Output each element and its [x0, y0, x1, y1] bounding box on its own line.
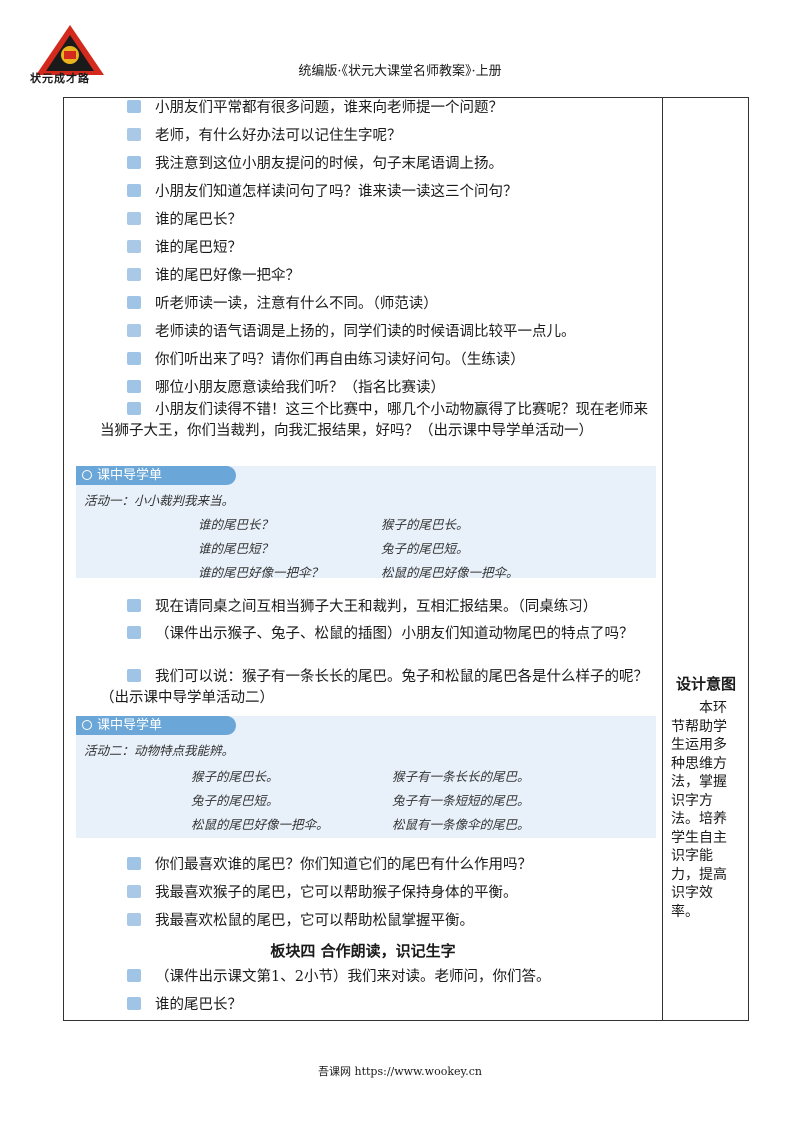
- dialogue-text: 你们最喜欢谁的尾巴？你们知道它们的尾巴有什么作用吗？: [155, 857, 532, 873]
- design-intent-line: 生运用多: [671, 737, 727, 753]
- dialogue-text: 老师读的语气语调是上扬的，同学们读的时候语调比较平一点儿。: [155, 324, 576, 340]
- dialogue-text: 谁的尾巴长？: [155, 212, 242, 228]
- dialogue-line: （课件出示课文第1、2小节）我们来对读。老师问，你们答。: [100, 964, 660, 990]
- student-marker-icon: [127, 268, 141, 281]
- teacher-marker-icon: [127, 100, 141, 113]
- guide-answer: 松鼠的尾巴好像一把伞。: [381, 565, 519, 580]
- section-heading: 板块四 合作朗读，识记生字: [270, 942, 456, 960]
- student-marker-icon: [127, 324, 141, 337]
- teacher-marker-icon: [127, 969, 141, 982]
- teacher-marker-icon: [127, 857, 141, 870]
- guide-answer: 松鼠有一条像伞的尾巴。: [392, 817, 530, 832]
- dialogue-line: 听老师读一读，注意有什么不同。（师范读）: [100, 291, 660, 317]
- lesson-table: [63, 97, 749, 1021]
- student-marker-icon: [127, 913, 141, 926]
- dialogue-text: 哪位小朋友愿意读给我们听？（指名比赛读）: [155, 380, 445, 396]
- dialogue-line: 我最喜欢猴子的尾巴，它可以帮助猴子保持身体的平衡。: [100, 880, 660, 906]
- design-intent-line: 力，提高: [671, 866, 727, 883]
- design-intent-title: 设计意图: [675, 675, 736, 693]
- guide-heading: 课中导学单: [76, 466, 236, 485]
- dialogue-line: 你们最喜欢谁的尾巴？你们知道它们的尾巴有什么作用吗？: [100, 852, 660, 878]
- teacher-marker-icon: [127, 997, 141, 1010]
- dialogue-line: 谁的尾巴长？: [100, 207, 660, 233]
- guide-question: 猴子的尾巴长。: [191, 769, 279, 784]
- dialogue-text: 我注意到这位小朋友提问的时候，句子末尾语调上扬。: [155, 156, 503, 172]
- dialogue-line: 谁的尾巴好像一把伞？: [100, 263, 660, 289]
- dialogue-text: 小朋友们知道怎样读问句了吗？谁来读一读这三个问句？: [155, 184, 518, 200]
- dialogue-text: 你们听出来了吗？请你们再自由练习读好问句。（生练读）: [155, 352, 525, 368]
- play-circle-icon: [82, 470, 92, 480]
- design-intent-line: 本环: [671, 700, 727, 716]
- design-intent-line: 法，掌握: [671, 774, 727, 790]
- dialogue-line: 谁的尾巴长？: [100, 992, 660, 1018]
- guide-answer: 兔子有一条短短的尾巴。: [392, 793, 530, 808]
- dialogue-text: 老师，有什么好办法可以记住生字呢？: [155, 128, 402, 144]
- guide-question: 谁的尾巴长？: [198, 517, 274, 532]
- design-intent-line: 学生自主: [671, 829, 727, 846]
- guide-heading: 课中导学单: [76, 716, 236, 735]
- guide-answer: 猴子有一条长长的尾巴。: [392, 769, 530, 784]
- design-intent-line: 节帮助学: [671, 718, 727, 735]
- guide-sheet-2: 课中导学单 活动二：动物特点我能辨。 猴子的尾巴长。 兔子的尾巴短。 松鼠的尾巴…: [76, 716, 656, 838]
- guide-answer: 兔子的尾巴短。: [381, 541, 469, 556]
- paragraph-1: 小朋友们读得不错！这三个比赛中，哪几个小动物赢得了比赛呢？现在老师来当狮子大王，…: [100, 402, 648, 439]
- dialogue-text: 谁的尾巴短？: [155, 240, 242, 256]
- guide-question: 松鼠的尾巴好像一把伞。: [191, 817, 329, 832]
- teacher-marker-icon: [127, 626, 141, 639]
- teacher-marker-icon: [127, 184, 141, 197]
- dialogue-line: 现在请同桌之间互相当狮子大王和裁判，互相汇报结果。（同桌练习）: [100, 594, 660, 620]
- guide-activity: 活动一：小小裁判我来当。: [84, 493, 235, 508]
- student-marker-icon: [127, 128, 141, 141]
- design-intent-line: 法。培养: [671, 811, 727, 827]
- dialogue-line: 我最喜欢松鼠的尾巴，它可以帮助松鼠掌握平衡。: [100, 908, 660, 934]
- teacher-marker-icon: [127, 402, 141, 415]
- column-divider: [662, 97, 663, 1021]
- teacher-marker-icon: [127, 380, 141, 393]
- teacher-marker-icon: [127, 352, 141, 365]
- teacher-marker-icon: [127, 599, 141, 612]
- paragraph-2: （课件出示猴子、兔子、松鼠的插图）小朋友们知道动物尾巴的特点了吗？: [100, 624, 656, 645]
- logo-emblem-icon: [36, 25, 104, 75]
- dialogue-line: 小朋友们知道怎样读问句了吗？谁来读一读这三个问句？: [100, 179, 660, 205]
- guide-question: 兔子的尾巴短。: [191, 793, 279, 808]
- dialogue-text: 谁的尾巴长？: [155, 997, 242, 1013]
- dialogue-text: 谁的尾巴好像一把伞？: [155, 268, 300, 284]
- dialogue-line: 我注意到这位小朋友提问的时候，句子末尾语调上扬。: [100, 151, 660, 177]
- page-footer: 吾课网 https://www.wookey.cn: [318, 1065, 482, 1078]
- guide-question: 谁的尾巴短？: [198, 541, 274, 556]
- play-circle-icon: [82, 720, 92, 730]
- teacher-marker-icon: [127, 669, 141, 682]
- dialogue-text: 小朋友们平常都有很多问题，谁来向老师提一个问题？: [155, 100, 503, 116]
- design-intent-line: 识字效: [671, 885, 713, 901]
- design-intent-line: 识字能: [671, 848, 713, 864]
- guide-sheet-1: 课中导学单 活动一：小小裁判我来当。 谁的尾巴长？ 谁的尾巴短？ 谁的尾巴好像一…: [76, 466, 656, 580]
- student-marker-icon: [127, 212, 141, 225]
- logo-text: 状元成才路: [30, 72, 90, 85]
- dialogue-text: 我最喜欢猴子的尾巴，它可以帮助猴子保持身体的平衡。: [155, 885, 518, 901]
- dialogue-text: 我最喜欢松鼠的尾巴，它可以帮助松鼠掌握平衡。: [155, 913, 474, 929]
- dialogue-line: 老师，有什么好办法可以记住生字呢？: [100, 123, 660, 149]
- dialogue-line: 你们听出来了吗？请你们再自由练习读好问句。（生练读）: [100, 347, 660, 373]
- student-marker-icon: [127, 885, 141, 898]
- guide-question: 谁的尾巴好像一把伞？: [198, 565, 324, 580]
- guide-activity: 活动二：动物特点我能辨。: [84, 743, 235, 758]
- dialogue-line: 谁的尾巴短？: [100, 235, 660, 261]
- dialogue-line: 老师读的语气语调是上扬的，同学们读的时候语调比较平一点儿。: [100, 319, 660, 345]
- dialogue-text: （课件出示课文第1、2小节）我们来对读。老师问，你们答。: [155, 969, 551, 985]
- dialogue-text: 听老师读一读，注意有什么不同。（师范读）: [155, 296, 438, 312]
- guide-answer: 猴子的尾巴长。: [381, 517, 469, 532]
- design-intent-line: 率。: [671, 903, 699, 920]
- paragraph-3: 我们可以说：猴子有一条长长的尾巴。兔子和松鼠的尾巴各是什么样子的呢？（出示课中导…: [100, 669, 648, 706]
- dialogue-line: 小朋友们平常都有很多问题，谁来向老师提一个问题？: [100, 95, 660, 121]
- student-marker-icon: [127, 240, 141, 253]
- design-intent-line: 识字方: [671, 792, 713, 809]
- teacher-marker-icon: [127, 296, 141, 309]
- design-intent-line: 种思维方: [671, 755, 727, 772]
- dialogue-line: 哪位小朋友愿意读给我们听？（指名比赛读）: [100, 375, 660, 401]
- page-header-title: 统编版·《状元大课堂名师教案》·上册: [298, 64, 502, 79]
- teacher-marker-icon: [127, 156, 141, 169]
